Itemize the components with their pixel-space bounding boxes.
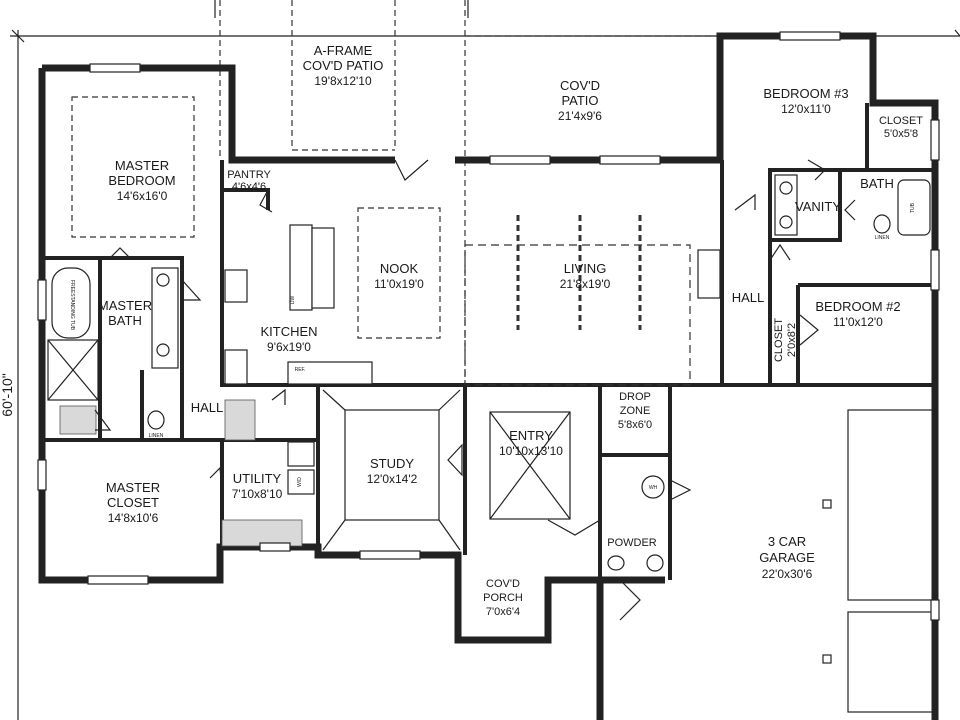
utility-dims: 7'10x8'10 — [232, 487, 283, 501]
living-dims: 21'8x19'0 — [560, 277, 611, 291]
bath-label: BATH — [860, 176, 894, 191]
garage-label-2: GARAGE — [759, 550, 815, 565]
living-label: LIVING — [564, 261, 607, 276]
closet-b2-dims: 2'0x8'2 — [786, 323, 798, 357]
nook-dims: 11'0x19'0 — [374, 277, 424, 291]
master-closet-dims: 14'8x10'6 — [108, 511, 159, 525]
a-frame-patio-label-1: A-FRAME — [314, 43, 373, 58]
covd-porch-label-1: COV'D — [486, 578, 520, 590]
tub-label: FREESTANDING TUB — [69, 280, 75, 331]
linen-label-1: LINEN — [149, 433, 164, 439]
door-swings — [94, 159, 856, 621]
master-closet-label-1: MASTER — [106, 480, 160, 495]
a-frame-patio-label-2: COV'D PATIO — [303, 58, 384, 73]
study-label: STUDY — [370, 456, 414, 471]
water-heater-label: WH — [649, 485, 658, 491]
master-bath-label-2: BATH — [108, 313, 142, 328]
covd-porch-dims: 7'0x6'4 — [486, 606, 520, 618]
utility-label: UTILITY — [233, 471, 282, 486]
hall-right-label: HALL — [732, 290, 765, 305]
garage-dims: 22'0x30'6 — [762, 567, 813, 581]
covd-patio-label-1: COV'D — [560, 78, 600, 93]
master-closet-label-2: CLOSET — [107, 495, 159, 510]
powder-label: POWDER — [607, 537, 657, 549]
master-bedroom-dims: 14'6x16'0 — [117, 189, 168, 203]
entry-label: ENTRY — [509, 428, 553, 443]
covd-patio-label-2: PATIO — [561, 93, 598, 108]
pantry-label: PANTRY — [227, 169, 271, 181]
bedroom3-label: BEDROOM #3 — [763, 86, 848, 101]
kitchen-dims: 9'6x19'0 — [267, 340, 311, 354]
master-bath-label-1: MASTER — [98, 298, 152, 313]
covd-patio-dims: 21'4x9'6 — [558, 109, 602, 123]
pantry-dims: 4'6x4'6 — [232, 181, 266, 193]
wd-label: W/D — [297, 477, 303, 487]
hall-left-label: HALL — [191, 400, 224, 415]
garage-door-marker — [822, 499, 832, 509]
fixtures — [47, 174, 931, 572]
master-bedroom-label-1: MASTER — [115, 158, 169, 173]
windows — [37, 31, 940, 621]
tub2-label: TUB — [910, 202, 916, 213]
covd-porch-label-2: PORCH — [483, 592, 523, 604]
drop-zone-label-1: DROP — [619, 391, 651, 403]
master-bedroom-label-2: BEDROOM — [108, 173, 175, 188]
closet-b3-label: CLOSET — [879, 115, 923, 127]
kitchen-label: KITCHEN — [260, 324, 317, 339]
bedroom3-dims: 12'0x11'0 — [781, 102, 831, 116]
dw-label: DW — [290, 296, 296, 305]
nook-label: NOOK — [380, 261, 419, 276]
closet-b2-label: CLOSET — [773, 318, 785, 362]
patio-outline — [214, 0, 720, 385]
study-dims: 12'0x14'2 — [367, 472, 418, 486]
overall-dimension-label: 60'-10" — [0, 373, 15, 416]
a-frame-patio-dims: 19'8x12'10 — [314, 74, 372, 88]
garage-door-marker — [822, 654, 832, 664]
drop-zone-dims: 5'8x6'0 — [618, 419, 652, 431]
linen-label-2: LINEN — [875, 235, 890, 241]
closet-b3-dims: 5'0x5'8 — [884, 128, 918, 140]
entry-dims: 10'10x13'10 — [499, 444, 563, 458]
drop-zone-label-2: ZONE — [620, 405, 651, 417]
garage-label-1: 3 CAR — [768, 534, 806, 549]
ref-label: REF. — [295, 367, 306, 373]
bedroom2-label: BEDROOM #2 — [815, 299, 900, 314]
ceiling-features — [71, 96, 934, 713]
bedroom2-dims: 11'0x12'0 — [833, 315, 883, 329]
vanity-label: VANITY — [795, 199, 841, 214]
